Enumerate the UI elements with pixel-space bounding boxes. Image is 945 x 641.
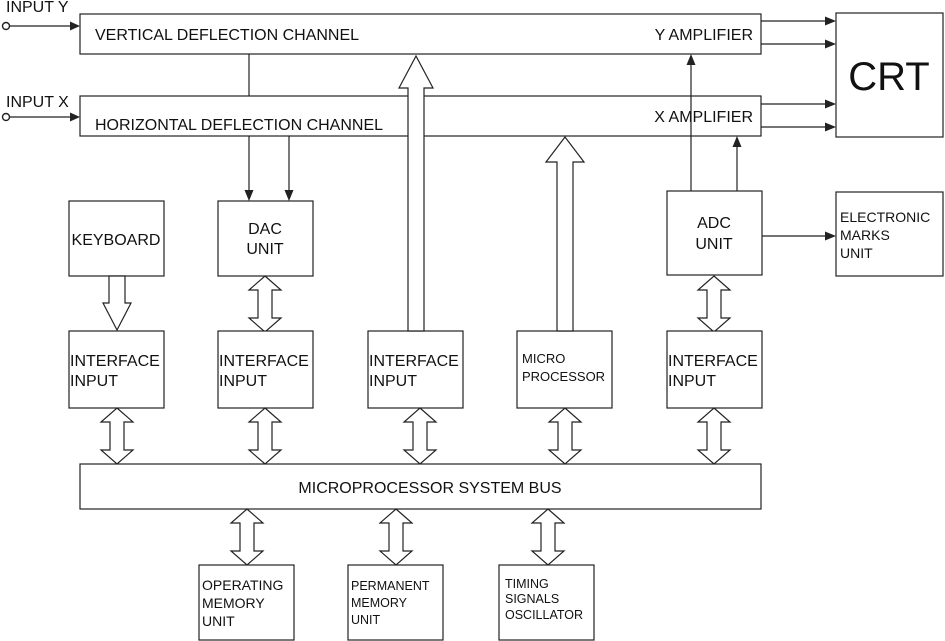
interface-input-2-label-line1: INTERFACE (219, 353, 309, 370)
y-amplifier-label: Y AMPLIFIER (655, 27, 753, 44)
interface-input-3-box (367, 330, 464, 409)
bus-double-arrow-2 (247, 407, 283, 465)
interface-input-1-box (68, 330, 165, 409)
permanent-memory-label-line1: PERMANENT (351, 579, 430, 593)
electronic-marks-unit: ELECTRONIC MARKS UNIT (835, 191, 944, 277)
x-output-arrowhead-2 (825, 122, 836, 132)
crt-box (835, 12, 944, 138)
bus-double-arrow-4 (547, 407, 583, 465)
interface-input-2-box (217, 330, 314, 409)
dac-unit-label-line1: DAC (248, 221, 282, 238)
memory-double-arrow-1 (229, 508, 265, 566)
operating-memory-label-line2: MEMORY (202, 595, 265, 611)
microprocessor-to-horizontal-channel-arrow (544, 136, 586, 332)
microprocessor-system-bus: MICROPROCESSOR SYSTEM BUS (79, 463, 762, 510)
crt-block: CRT (835, 12, 944, 138)
system-bus-box (79, 463, 762, 510)
adc-to-marks-arrowhead (825, 231, 836, 241)
electronic-marks-label-line2: MARKS (840, 227, 890, 243)
microprocessor-label-line1: MICRO (522, 351, 565, 366)
dac-unit: DAC UNIT (217, 200, 314, 277)
vertical-deflection-label: VERTICAL DEFLECTION CHANNEL (95, 27, 359, 44)
x-output-arrowhead-1 (825, 99, 836, 109)
keyboard-label: KEYBOARD (72, 232, 161, 249)
timing-label-line2: SIGNALS (505, 592, 559, 606)
operating-memory-unit: OPERATING MEMORY UNIT (198, 564, 295, 641)
microprocessor-block: MICRO PROCESSOR (516, 330, 613, 409)
permanent-memory-label-line2: MEMORY (351, 596, 408, 610)
adc-to-y-amplifier-arrowhead (686, 54, 696, 65)
crt-label: CRT (848, 55, 929, 99)
horizontal-deflection-label: HORIZONTAL DEFLECTION CHANNEL (95, 117, 383, 134)
dac-input-arrowhead-2 (284, 190, 294, 201)
vertical-deflection-box (79, 13, 762, 55)
interface-input-3-label-line2: INPUT (369, 373, 417, 390)
interface-input-4-box (666, 330, 763, 409)
interface-input-3: INTERFACE INPUT (367, 330, 464, 409)
adc-interface-double-arrow (696, 275, 732, 333)
interface-input-4: INTERFACE INPUT (666, 330, 763, 409)
electronic-marks-label-line3: UNIT (840, 245, 873, 261)
adc-unit-label-line1: ADC (697, 215, 731, 232)
timing-label-line1: TIMING (505, 577, 549, 591)
input-y-terminal (1, 21, 11, 31)
interface-input-2-label-line2: INPUT (219, 373, 267, 390)
electronic-marks-label-line1: ELECTRONIC (840, 209, 930, 225)
bus-double-arrow-5 (696, 407, 732, 465)
interface-input-1-label-line2: INPUT (70, 373, 118, 390)
interface-input-4-label-line1: INTERFACE (668, 353, 758, 370)
memory-double-arrow-2 (378, 508, 414, 566)
dac-interface-double-arrow (247, 275, 283, 333)
memory-double-arrow-3 (530, 508, 566, 566)
y-output-arrowhead-1 (825, 16, 836, 26)
dac-unit-box (217, 200, 314, 277)
timing-box (498, 564, 595, 641)
bus-double-arrow-3 (402, 407, 438, 465)
input-x-label: INPUT X (6, 94, 69, 111)
input-y-label: INPUT Y (6, 0, 69, 16)
y-output-arrowhead-2 (825, 39, 836, 49)
timing-signals-oscillator: TIMING SIGNALS OSCILLATOR (498, 564, 595, 641)
adc-to-x-amplifier-arrowhead (732, 136, 742, 147)
interface-input-4-label-line2: INPUT (668, 373, 716, 390)
permanent-memory-box (347, 564, 444, 641)
dac-input-arrowhead-1 (244, 190, 254, 201)
interface-input-1: INTERFACE INPUT (68, 330, 165, 409)
timing-label-line3: OSCILLATOR (505, 608, 583, 622)
microprocessor-label-line2: PROCESSOR (522, 369, 605, 384)
x-amplifier-outputs (761, 99, 836, 132)
adc-to-amplifier-arrows (686, 54, 742, 191)
y-amplifier-outputs (761, 16, 836, 49)
dac-unit-label-line2: UNIT (246, 241, 284, 258)
operating-memory-label-line3: UNIT (202, 613, 235, 629)
input-x-arrowhead (70, 112, 80, 122)
horizontal-to-dac-arrows (244, 136, 294, 201)
system-bus-label: MICROPROCESSOR SYSTEM BUS (298, 480, 561, 497)
x-amplifier-label: X AMPLIFIER (654, 109, 753, 126)
adc-unit-box (666, 190, 763, 276)
adc-to-marks-arrow (762, 231, 836, 241)
keyboard-box (68, 200, 165, 277)
adc-unit-label-line2: UNIT (695, 236, 733, 253)
electronic-marks-box (835, 191, 944, 277)
interface-input-2: INTERFACE INPUT (217, 330, 314, 409)
vertical-deflection-channel: VERTICAL DEFLECTION CHANNEL Y AMPLIFIER (79, 13, 762, 55)
input-y: INPUT Y (1, 0, 80, 31)
permanent-memory-label-line3: UNIT (351, 613, 381, 627)
keyboard-block: KEYBOARD (68, 200, 165, 277)
interface-input-3-label-line1: INTERFACE (369, 353, 459, 370)
bus-double-arrow-1 (99, 407, 135, 465)
permanent-memory-unit: PERMANENT MEMORY UNIT (347, 564, 444, 641)
input-x: INPUT X (1, 94, 80, 122)
input-x-terminal (1, 112, 11, 122)
interface-input-1-label-line1: INTERFACE (70, 353, 160, 370)
operating-memory-box (198, 564, 295, 641)
input-y-arrowhead (70, 21, 80, 31)
adc-unit: ADC UNIT (666, 190, 763, 276)
operating-memory-label-line1: OPERATING (202, 577, 283, 593)
interface-to-vertical-channel-arrow (398, 54, 434, 332)
keyboard-to-interface-arrow (102, 275, 132, 332)
